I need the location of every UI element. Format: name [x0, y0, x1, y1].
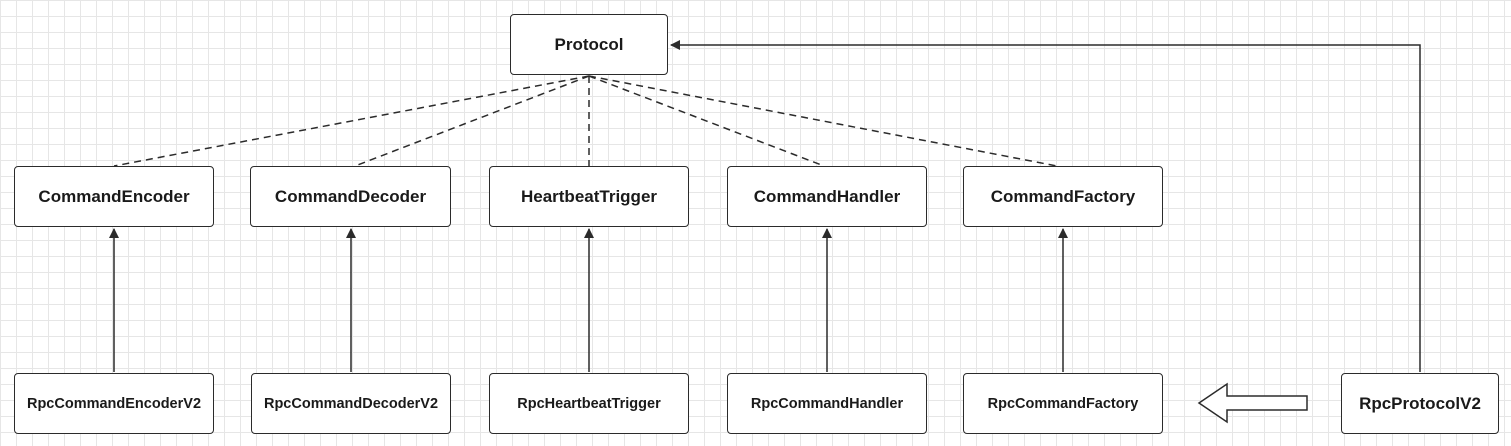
heartbeat-trigger-label: HeartbeatTrigger	[520, 186, 658, 206]
dashed-link-handler	[588, 75, 825, 167]
command-handler-node[interactable]: CommandHandler	[727, 166, 927, 227]
rpc-command-decoder-v2-node[interactable]: RpcCommandDecoderV2	[251, 373, 451, 434]
rpc-command-handler-label: RpcCommandHandler	[750, 395, 904, 412]
command-factory-node[interactable]: CommandFactory	[963, 166, 1163, 227]
rpc-command-encoder-v2-node[interactable]: RpcCommandEncoderV2	[14, 373, 214, 434]
rpc-command-decoder-v2-label: RpcCommandDecoderV2	[263, 395, 439, 412]
rpc-command-factory-label: RpcCommandFactory	[987, 395, 1139, 412]
rpc-command-encoder-v2-label: RpcCommandEncoderV2	[26, 395, 202, 412]
command-encoder-node[interactable]: CommandEncoder	[14, 166, 214, 227]
command-handler-label: CommandHandler	[753, 186, 901, 206]
command-factory-label: CommandFactory	[990, 186, 1136, 206]
command-decoder-label: CommandDecoder	[274, 186, 427, 206]
rpc-heartbeat-trigger-node[interactable]: RpcHeartbeatTrigger	[489, 373, 689, 434]
heartbeat-trigger-node[interactable]: HeartbeatTrigger	[489, 166, 689, 227]
dashed-link-factory	[588, 75, 1058, 167]
command-encoder-label: CommandEncoder	[38, 186, 190, 206]
rpc-command-factory-node[interactable]: RpcCommandFactory	[963, 373, 1163, 434]
protocol-node[interactable]: Protocol	[510, 14, 668, 75]
rpc-protocol-v2-label: RpcProtocolV2	[1359, 393, 1481, 413]
protocol-node-label: Protocol	[554, 34, 624, 54]
rpc-command-handler-node[interactable]: RpcCommandHandler	[727, 373, 927, 434]
hollow-left-arrow-icon	[1197, 382, 1308, 424]
command-decoder-node[interactable]: CommandDecoder	[250, 166, 451, 227]
rpc-heartbeat-trigger-label: RpcHeartbeatTrigger	[517, 395, 661, 412]
dashed-link-decoder	[354, 75, 590, 167]
rpc-protocol-v2-node[interactable]: RpcProtocolV2	[1341, 373, 1499, 434]
dashed-link-encoder	[113, 75, 590, 167]
arrow-protocol-impl	[670, 40, 1421, 372]
